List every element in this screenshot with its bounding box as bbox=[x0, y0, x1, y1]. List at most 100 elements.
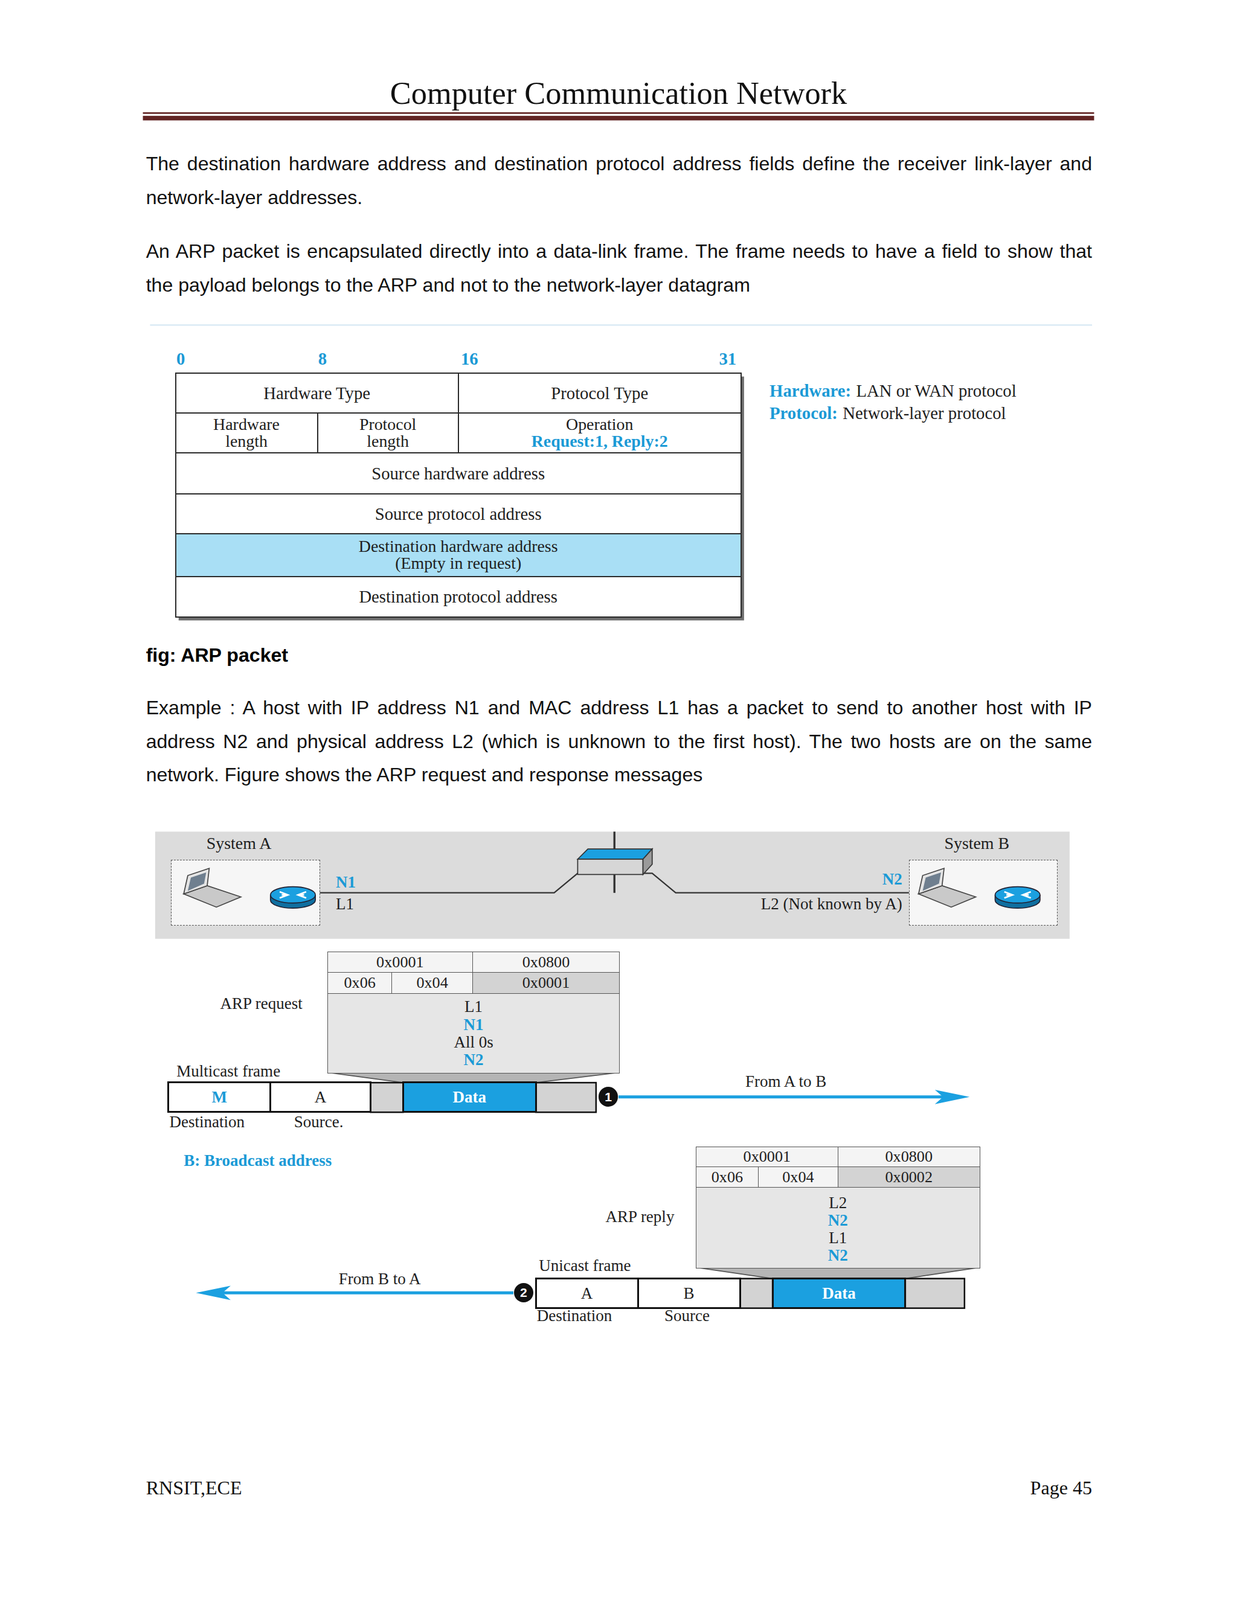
laptop-screen bbox=[187, 872, 206, 891]
body-paragraph: An ARP packet is encapsulated directly i… bbox=[146, 234, 1093, 303]
text-holder: Page 45 bbox=[1030, 1478, 1093, 1498]
field-name: 0x04 bbox=[416, 974, 448, 992]
text-holder: Multicast frame bbox=[176, 1063, 281, 1080]
text-holder: From A to B bbox=[745, 1073, 827, 1091]
arp-addresses: L1N1All 0sN2 bbox=[327, 993, 621, 1074]
arp-field: 0x0001 bbox=[472, 972, 621, 995]
switch-icon bbox=[577, 849, 652, 875]
packet-field: Destination protocol address bbox=[175, 576, 742, 619]
frame-field bbox=[739, 1279, 773, 1309]
host-ground bbox=[909, 860, 1058, 926]
field-name: M bbox=[212, 1089, 228, 1106]
text-holder: The destination hardware address and des… bbox=[146, 147, 1093, 216]
field-note: All 0s bbox=[453, 1034, 493, 1052]
message-label: ARP request bbox=[219, 996, 303, 1013]
callout-number: 1 bbox=[604, 1090, 612, 1104]
footer-text: RNSIT,ECE bbox=[146, 1478, 243, 1498]
packet-field: Destination hardware address(Empty in re… bbox=[175, 533, 742, 578]
switch-top bbox=[577, 849, 652, 860]
text-holder: An ARP packet is encapsulated directly i… bbox=[146, 234, 1093, 303]
frame-field: A bbox=[269, 1081, 372, 1114]
arp-field: 0x0001 bbox=[695, 1147, 839, 1169]
frame-field: A bbox=[535, 1278, 640, 1310]
laptop-lid bbox=[183, 868, 209, 894]
frame-field bbox=[905, 1279, 965, 1309]
frame-field bbox=[535, 1082, 597, 1113]
page-header: Computer Communication Network bbox=[390, 77, 847, 109]
frame-label: Unicast frame bbox=[538, 1258, 631, 1275]
field-note: N1 bbox=[463, 1016, 484, 1035]
frame-field: B bbox=[637, 1278, 742, 1310]
packet-field: Hardware length bbox=[175, 412, 319, 454]
laptop-screen bbox=[922, 872, 942, 891]
packet-field: Protocol Type bbox=[457, 372, 742, 414]
field-note: (Empty in request) bbox=[395, 555, 522, 573]
field-name: Data bbox=[822, 1285, 856, 1303]
footer-text: Page 45 bbox=[1030, 1478, 1093, 1498]
field-name: L1 bbox=[464, 998, 483, 1016]
mac-address: L2 (Not known by A) bbox=[761, 896, 903, 913]
text-holder: L2 (Not known by A) bbox=[761, 896, 903, 913]
text-holder: Hardware: bbox=[769, 382, 852, 400]
text-holder: Source. bbox=[294, 1114, 344, 1131]
network-wire bbox=[320, 873, 910, 893]
figure-rule bbox=[149, 324, 1093, 326]
switch-side bbox=[643, 849, 653, 875]
text-holder: From B to A bbox=[338, 1271, 421, 1288]
frame-data-field: Data bbox=[771, 1278, 907, 1310]
frame-field bbox=[370, 1082, 403, 1113]
note-term: Protocol: bbox=[769, 404, 838, 423]
packet-field: Protocol length bbox=[317, 412, 460, 454]
text-holder: N1 bbox=[335, 874, 356, 891]
host-system: System B bbox=[909, 860, 1059, 927]
text-holder: N2 bbox=[882, 871, 903, 888]
text-holder: 31 bbox=[718, 350, 737, 368]
router-arrows bbox=[279, 892, 307, 899]
arp-field: 0x0002 bbox=[837, 1166, 981, 1189]
text-holder: Destination bbox=[536, 1308, 613, 1325]
field-name: 0x0002 bbox=[884, 1169, 933, 1187]
router-icon bbox=[995, 887, 1041, 909]
bit-number: 16 bbox=[460, 350, 479, 368]
field-caption: Source. bbox=[294, 1114, 344, 1131]
field-name: L2 bbox=[828, 1194, 847, 1213]
text-holder: LAN or WAN protocol bbox=[856, 382, 1017, 400]
packet-field: Source hardware address bbox=[175, 452, 742, 495]
text-holder: B: Broadcast address bbox=[183, 1153, 332, 1170]
field-name: Source protocol address bbox=[375, 504, 542, 524]
field-name: 0x04 bbox=[782, 1169, 814, 1187]
field-name: Source hardware address bbox=[371, 464, 545, 483]
laptop-icon bbox=[918, 868, 977, 908]
text-holder: fig: ARP packet bbox=[146, 645, 289, 666]
text-holder: 0 bbox=[176, 350, 185, 368]
text-holder: 2 bbox=[514, 1283, 534, 1303]
field-note: Request:1, Reply:2 bbox=[531, 433, 669, 451]
field-name: 0x06 bbox=[343, 974, 376, 992]
field-note: L1 bbox=[828, 1229, 847, 1248]
address-note: B: Broadcast address bbox=[183, 1153, 332, 1170]
router-top bbox=[270, 887, 316, 904]
text-holder: Network-layer protocol bbox=[842, 404, 1006, 423]
text-holder: RNSIT,ECE bbox=[146, 1478, 243, 1498]
text-holder: Example : A host with IP address N1 and … bbox=[146, 691, 1093, 793]
frame-field: M bbox=[167, 1081, 272, 1114]
header-rule bbox=[143, 115, 1095, 121]
header-rule bbox=[143, 112, 1095, 115]
figure-caption: fig: ARP packet bbox=[146, 645, 289, 666]
field-note: N2 bbox=[828, 1247, 849, 1265]
note-text: LAN or WAN protocol bbox=[856, 382, 1017, 400]
host-name: System A bbox=[206, 834, 272, 853]
field-name: 0x0001 bbox=[743, 1148, 792, 1166]
router-top bbox=[995, 887, 1041, 904]
laptop-icon bbox=[183, 868, 241, 908]
field-name: Protocol length bbox=[337, 416, 440, 451]
bit-number: 31 bbox=[718, 350, 737, 368]
field-name: A bbox=[581, 1285, 594, 1303]
router-arrows bbox=[1004, 892, 1032, 899]
field-name: Protocol Type bbox=[550, 384, 649, 403]
field-name: Data bbox=[453, 1089, 487, 1106]
arp-field: 0x06 bbox=[695, 1166, 760, 1189]
